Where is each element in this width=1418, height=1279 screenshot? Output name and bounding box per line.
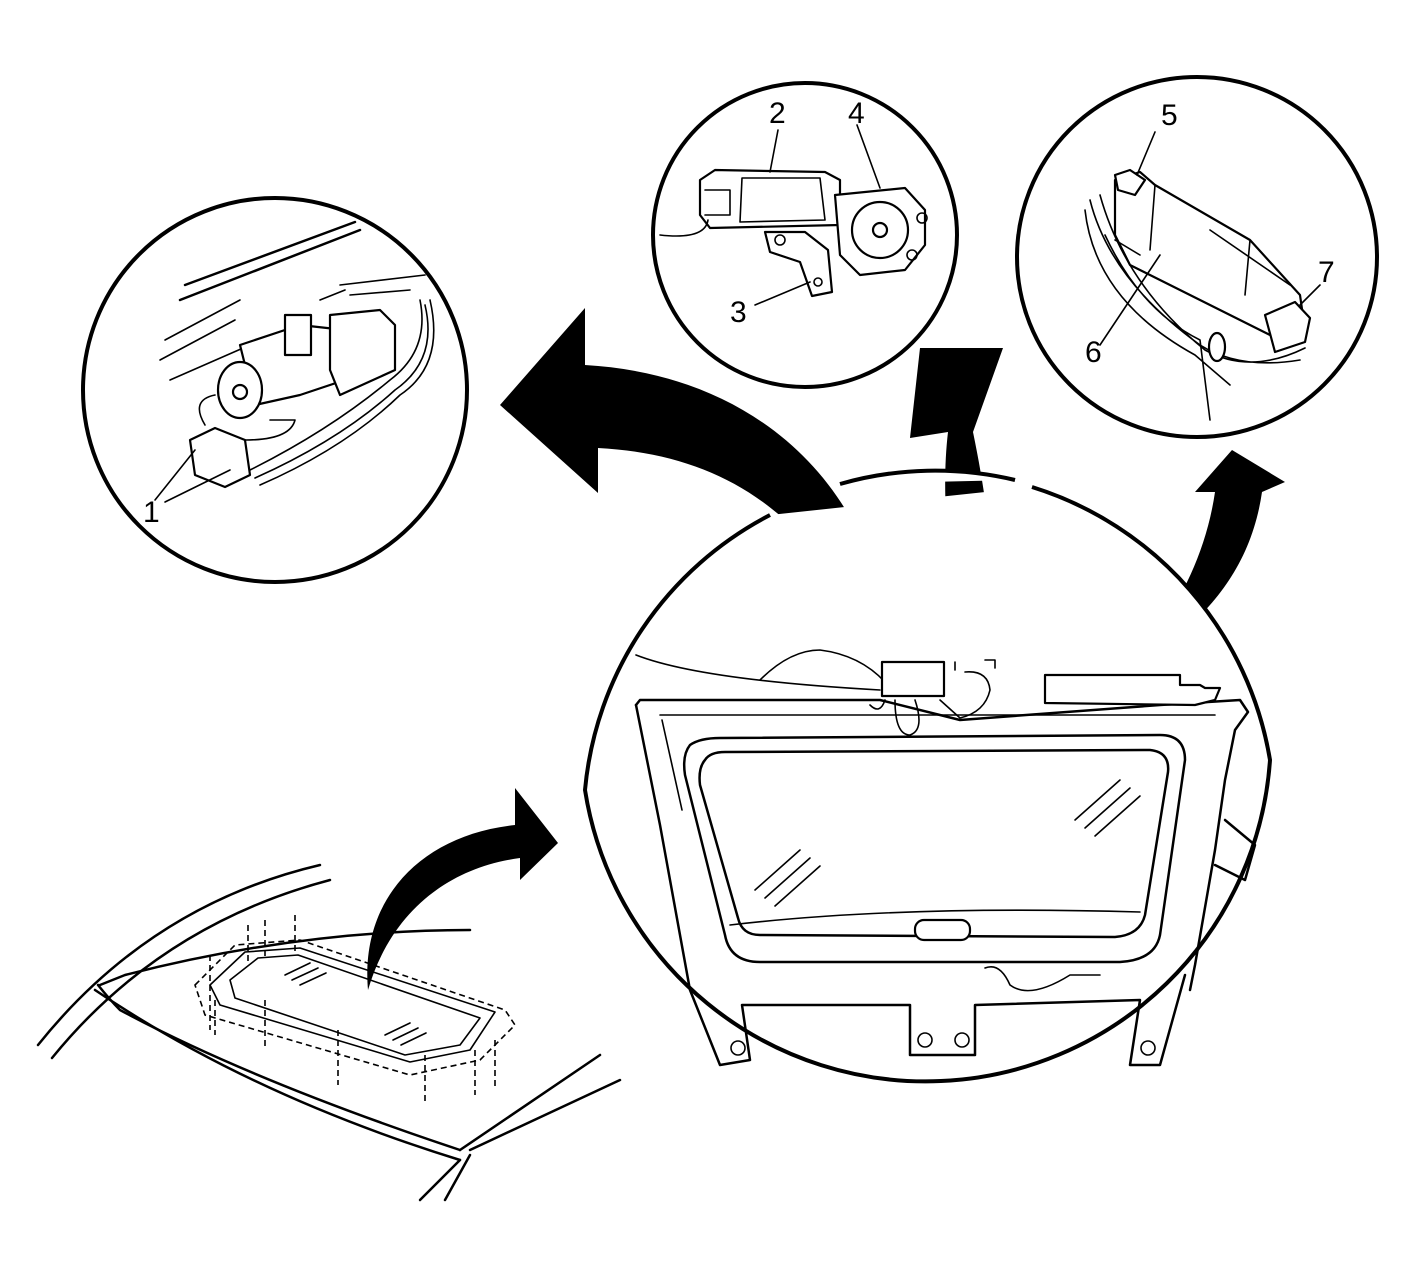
fastener-locations: [209, 915, 496, 1105]
callout-3: 3: [730, 296, 747, 329]
arrow-roof-to-module-icon: [367, 788, 558, 990]
arrow-to-detail-1-icon: [500, 308, 893, 662]
callout-5: 5: [1161, 99, 1178, 132]
detail-2-motor-assembly: [651, 81, 959, 389]
callout-6: 6: [1085, 336, 1102, 369]
detail-1-motor: [81, 196, 469, 584]
callout-2: 2: [769, 97, 786, 130]
callout-labels: 1 2 3 4 5 6 7: [143, 97, 1335, 529]
sunroof-module-detail: [582, 468, 1273, 1084]
callout-7: 7: [1318, 256, 1335, 289]
callout-4: 4: [848, 97, 865, 130]
callout-1: 1: [143, 496, 160, 529]
detail-3-control-module: [1015, 75, 1379, 439]
vehicle-roof-overview: [36, 863, 622, 1202]
